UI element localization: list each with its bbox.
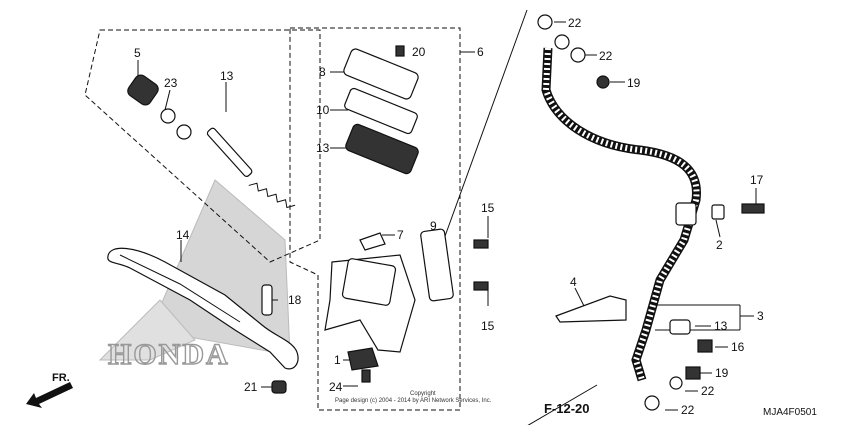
callout-4: 4 [570,275,577,289]
callout-17: 17 [750,173,764,187]
lever-pivot-bolt [261,284,273,316]
diagram-code: MJA4F0501 [763,407,817,418]
lever-nut [271,380,287,394]
clamp-bolt [741,203,765,214]
callout-23: 23 [164,76,178,90]
honda-wing-watermark: HONDA [98,179,291,372]
front-label: FR. [52,372,70,384]
callout-22-b: 22 [599,49,613,63]
callout-6: 6 [477,45,484,59]
callout-19-lower: 19 [715,366,729,380]
spring-part [248,182,296,209]
oil-bolt-lower [685,366,701,380]
callout-20: 20 [412,45,426,59]
snap-ring-part [160,108,176,124]
front-arrow-icon [26,382,73,408]
sealing-washer-1 [537,14,553,30]
sealing-washer-2 [570,47,586,63]
clip-bolt [697,339,713,353]
callout-8: 8 [319,65,326,79]
callout-13: 13 [714,319,728,333]
callout-9: 9 [430,219,437,233]
callout-24: 24 [329,380,343,394]
callout-21: 21 [244,380,258,394]
callout-labels: 5 23 13 8 10 13 20 6 14 7 9 15 15 18 1 2… [134,16,764,417]
honda-brand-text: HONDA [108,338,230,371]
hose-guide [555,295,627,323]
holder-bolt-upper [473,239,489,249]
cap-screw [395,45,405,57]
brake-lever [107,247,299,370]
clamp-part [711,204,725,220]
callout-3: 3 [757,309,764,323]
callout-1: 1 [334,353,341,367]
hose-clamp [675,202,697,226]
diaphragm [345,123,419,175]
callout-7: 7 [397,228,404,242]
sealing-washer-4 [644,395,660,411]
callout-15-upper: 15 [481,201,495,215]
callout-10: 10 [316,103,330,117]
master-piston-group-outline [84,29,321,263]
oil-bolt-upper [596,75,610,89]
holder [420,228,454,302]
callout-11: 13 [316,141,330,155]
master-cylinder-group-outline [289,27,461,411]
callout-15-lower: 15 [481,319,495,333]
figure-reference: F-12-20 [544,401,590,416]
callout-16: 16 [731,340,745,354]
copyright-line: Page design (c) 2004 - 2014 by ARI Netwo… [335,398,492,404]
reservoir-cap [343,48,419,100]
piston-part [206,127,253,178]
copyright-heading: Copyright [410,391,436,397]
callout-5: 5 [134,46,141,60]
callout-12: 13 [220,69,234,83]
hose-eye-upper [554,34,570,50]
plate [344,87,418,135]
switch [347,347,379,371]
callout-22-a: 22 [568,16,582,30]
callout-2: 2 [716,238,723,252]
callout-18: 18 [288,293,302,307]
sealing-washer-3 [669,376,683,390]
lever-ridge [119,254,241,323]
washer-part [176,124,192,140]
callout-14: 14 [176,228,190,242]
holder-bolt-lower [473,281,489,291]
reservoir-body [341,258,397,306]
boot-part [127,74,159,106]
callout-22-d: 22 [681,403,695,417]
switch-screw [361,369,371,383]
switch-plate [359,232,386,251]
hose-clip [669,319,691,335]
callout-22-c: 22 [701,384,715,398]
callout-19-upper: 19 [627,76,641,90]
